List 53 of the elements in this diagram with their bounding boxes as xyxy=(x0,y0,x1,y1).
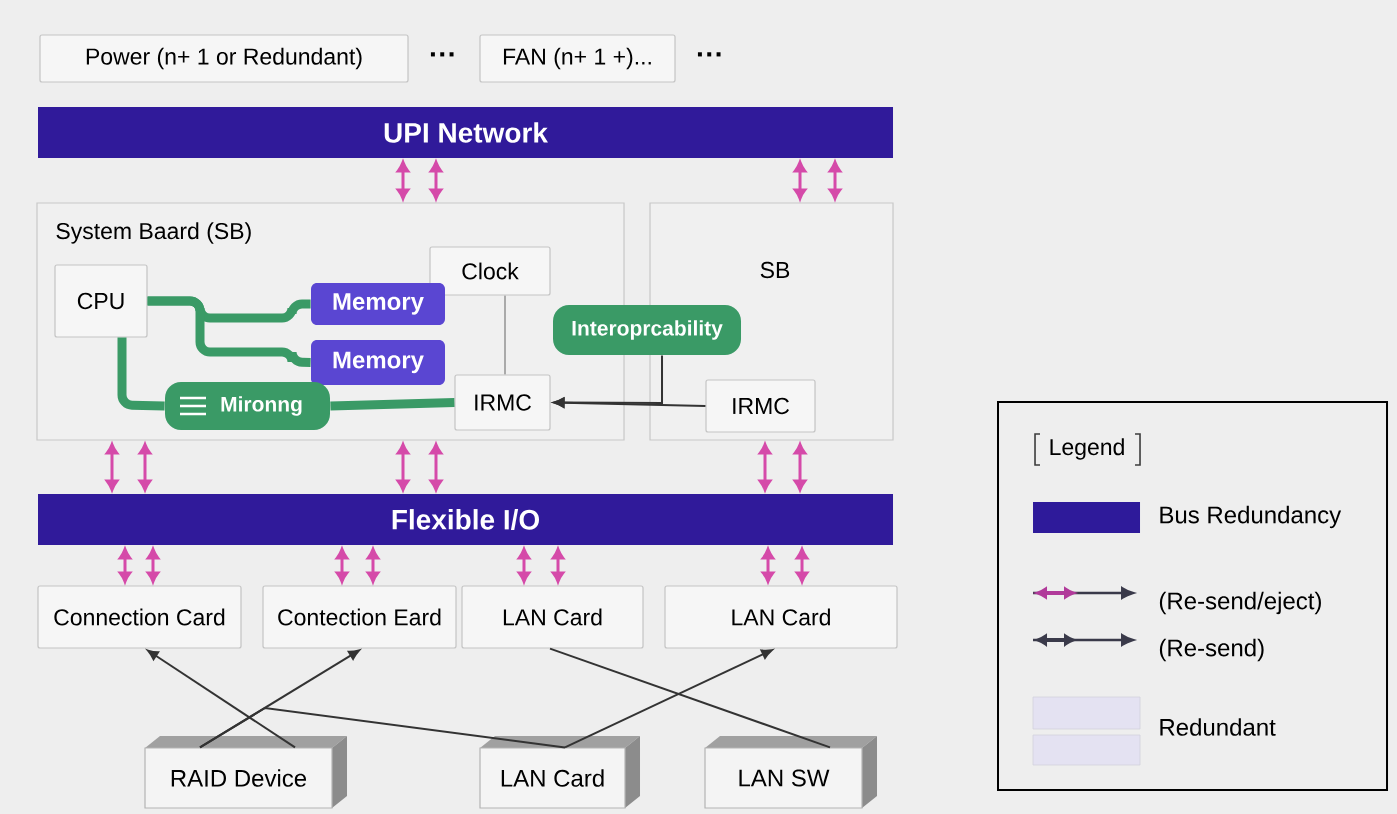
cpu-box: CPU xyxy=(54,264,148,338)
irmc-box: IRMC xyxy=(454,374,551,431)
double-arrow xyxy=(793,160,807,200)
bus-bar: UPI Network xyxy=(38,107,893,158)
double-arrow xyxy=(758,443,772,492)
legend-text: Bus Redundancy xyxy=(1160,505,1342,529)
double-arrow xyxy=(335,547,349,583)
double-arrow xyxy=(396,160,410,200)
memory-box: Memory xyxy=(311,340,445,385)
double-arrow xyxy=(366,547,380,583)
legend-text: Redundant xyxy=(1160,718,1276,736)
double-arrow xyxy=(761,547,775,583)
double-arrow xyxy=(396,443,410,492)
fan-box: FAN (n+ 1 +)... xyxy=(479,34,676,83)
double-arrow xyxy=(429,443,443,492)
double-arrow xyxy=(551,547,565,583)
double-arrow xyxy=(793,443,807,492)
card-box: Connection Card xyxy=(37,585,242,649)
connector-line xyxy=(147,296,311,367)
arrow xyxy=(147,649,296,749)
irmc-box: IRMC xyxy=(705,379,816,433)
card-box: LAN Card xyxy=(461,585,644,649)
device-block: LAN Card xyxy=(479,736,640,809)
double-arrow xyxy=(795,547,809,583)
double-arrow xyxy=(118,547,132,583)
connector-line xyxy=(199,706,566,749)
device-block: RAID Device xyxy=(144,736,347,809)
arrow xyxy=(553,354,663,408)
legend-text: (Re-send/eject) xyxy=(1159,591,1321,615)
interoperability-box: Interoprcability xyxy=(553,305,741,355)
connector-line xyxy=(117,337,165,411)
bus-bar: Flexible I/O xyxy=(38,494,893,545)
arrow xyxy=(564,649,773,749)
double-arrow xyxy=(138,443,152,492)
double-arrow xyxy=(146,547,160,583)
double-arrow xyxy=(429,160,443,200)
legend-title: Legend xyxy=(1034,433,1141,466)
memory-box: Memory xyxy=(311,283,445,325)
double-arrow xyxy=(828,160,842,200)
device-block: LAN SW xyxy=(704,736,877,809)
card-box: LAN Card xyxy=(664,585,898,649)
power-box: Power (n+ 1 or Redundant) xyxy=(39,34,409,83)
ellipsis: ··· xyxy=(430,52,454,57)
connector-line xyxy=(504,294,506,376)
connector-line xyxy=(330,398,455,411)
card-box: Contection Eard xyxy=(262,585,457,649)
legend-text: (Re-send) xyxy=(1159,638,1264,662)
double-arrow xyxy=(105,443,119,492)
double-arrow xyxy=(517,547,531,583)
clock-box: Clock xyxy=(429,246,551,296)
mirroring-box: Mironng xyxy=(165,382,330,430)
connector-line xyxy=(549,647,831,749)
ellipsis: ··· xyxy=(697,52,721,57)
